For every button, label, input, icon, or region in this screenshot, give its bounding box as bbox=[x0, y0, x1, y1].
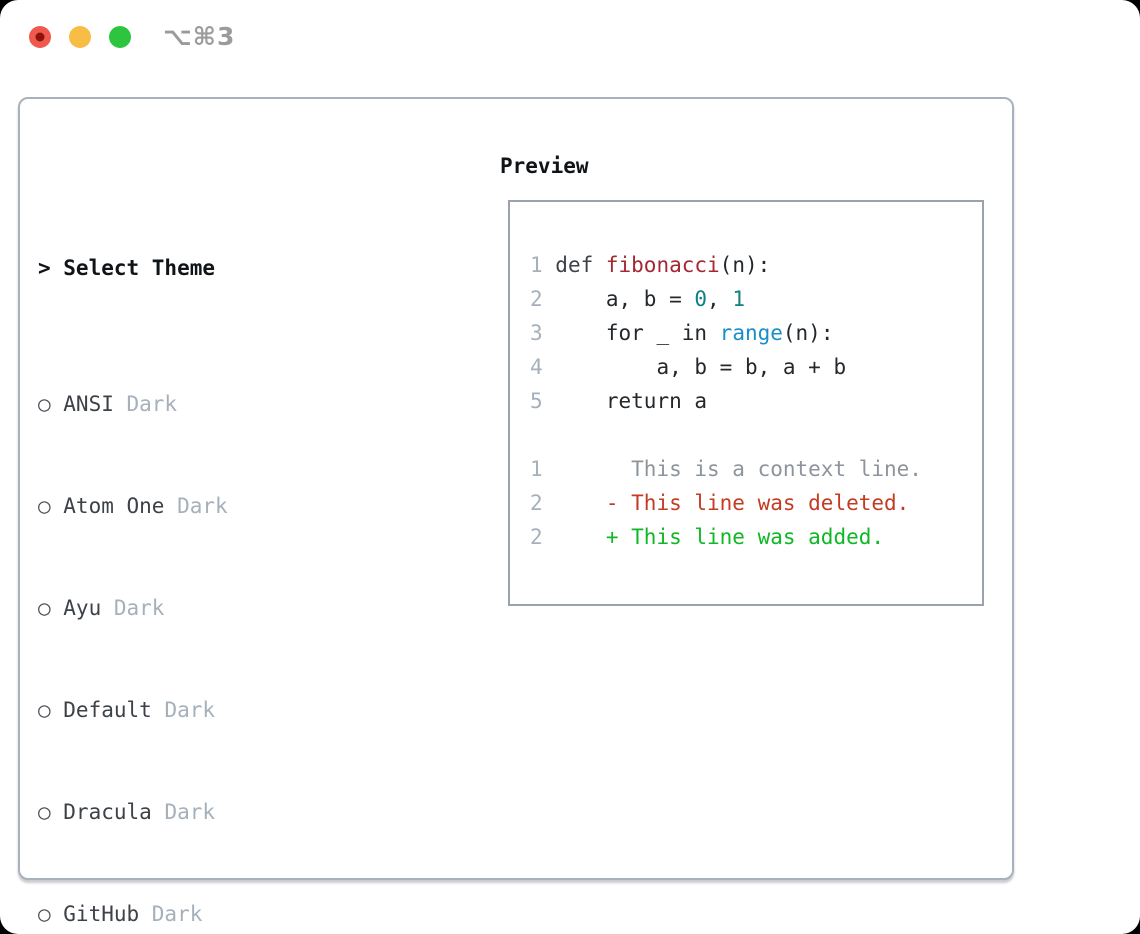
code-line: 2 a, b = 0, 1 bbox=[530, 282, 982, 316]
code-token: return a bbox=[555, 389, 708, 413]
theme-option-default-dark[interactable]: ○ Default Dark bbox=[38, 693, 500, 727]
line-number: 3 bbox=[530, 321, 543, 345]
code-token: 0 bbox=[694, 287, 708, 311]
titlebar: ⌥⌘3 bbox=[29, 22, 236, 51]
code-line: 1 def fibonacci(n): bbox=[530, 248, 982, 282]
line-number: 5 bbox=[530, 389, 543, 413]
radio-icon: ○ bbox=[38, 596, 51, 620]
theme-variant-tag: Dark bbox=[164, 698, 216, 722]
minimize-button[interactable] bbox=[69, 26, 91, 48]
code-token: for _ in bbox=[555, 321, 720, 345]
code-token: (n): bbox=[719, 253, 771, 277]
diff-deleted-line: 2 - This line was deleted. bbox=[530, 486, 982, 520]
line-number: 1 bbox=[530, 253, 543, 277]
theme-option-dracula-dark[interactable]: ○ Dracula Dark bbox=[38, 795, 500, 829]
theme-option-atom-one-dark[interactable]: ○ Atom One Dark bbox=[38, 489, 500, 523]
theme-variant-tag: Dark bbox=[126, 392, 178, 416]
theme-name: ANSI bbox=[63, 392, 114, 416]
theme-name: Default bbox=[63, 698, 152, 722]
code-token: a, b = bbox=[555, 287, 695, 311]
window-shortcut-label: ⌥⌘3 bbox=[163, 22, 236, 51]
diff-context-line: 1 This is a context line. bbox=[530, 452, 982, 486]
code-token: a, b = b, a + b bbox=[555, 355, 847, 379]
diff-deleted-text: - This line was deleted. bbox=[555, 491, 910, 515]
radio-icon: ○ bbox=[38, 698, 51, 722]
code-token: 1 bbox=[732, 287, 745, 311]
code-line: 4 a, b = b, a + b bbox=[530, 350, 982, 384]
diff-context-text: This is a context line. bbox=[555, 457, 922, 481]
code-token: (n): bbox=[782, 321, 834, 345]
code-token: def bbox=[555, 253, 606, 277]
theme-name: GitHub bbox=[63, 902, 140, 926]
radio-icon: ○ bbox=[38, 800, 51, 824]
blank-line bbox=[530, 418, 982, 452]
code-token: fibonacci bbox=[605, 253, 720, 277]
theme-name: Atom One bbox=[63, 494, 165, 518]
close-button[interactable] bbox=[29, 26, 51, 48]
zoom-button[interactable] bbox=[109, 26, 131, 48]
select-theme-header: > Select Theme bbox=[38, 251, 500, 285]
diff-added-line: 2 + This line was added. bbox=[530, 520, 982, 554]
theme-option-ansi-dark[interactable]: ○ ANSI Dark bbox=[38, 387, 500, 421]
line-number: 2 bbox=[530, 491, 543, 515]
theme-name: Dracula bbox=[63, 800, 152, 824]
diff-added-text: + This line was added. bbox=[555, 525, 885, 549]
radio-icon: ○ bbox=[38, 494, 51, 518]
theme-variant-tag: Dark bbox=[177, 494, 228, 518]
theme-variant-tag: Dark bbox=[151, 902, 203, 926]
line-number: 2 bbox=[530, 287, 543, 311]
focus-caret: > bbox=[38, 256, 51, 280]
theme-variant-tag: Dark bbox=[113, 596, 165, 620]
theme-option-ayu-dark[interactable]: ○ Ayu Dark bbox=[38, 591, 500, 625]
radio-icon: ○ bbox=[38, 902, 51, 926]
theme-name: Ayu bbox=[63, 596, 102, 620]
preview-header: Preview bbox=[500, 154, 589, 178]
code-line: 5 return a bbox=[530, 384, 982, 418]
radio-icon: ○ bbox=[38, 392, 51, 416]
code-line: 3 for _ in range(n): bbox=[530, 316, 982, 350]
theme-variant-tag: Dark bbox=[164, 800, 216, 824]
line-number: 2 bbox=[530, 525, 543, 549]
select-theme-header-label: Select Theme bbox=[63, 256, 215, 280]
theme-option-github-dark[interactable]: ○ GitHub Dark bbox=[38, 897, 500, 931]
line-number: 1 bbox=[530, 457, 543, 481]
code-token: range bbox=[719, 321, 783, 345]
code-token: , bbox=[707, 287, 733, 311]
close-button-dot bbox=[35, 32, 45, 42]
line-number: 4 bbox=[530, 355, 543, 379]
